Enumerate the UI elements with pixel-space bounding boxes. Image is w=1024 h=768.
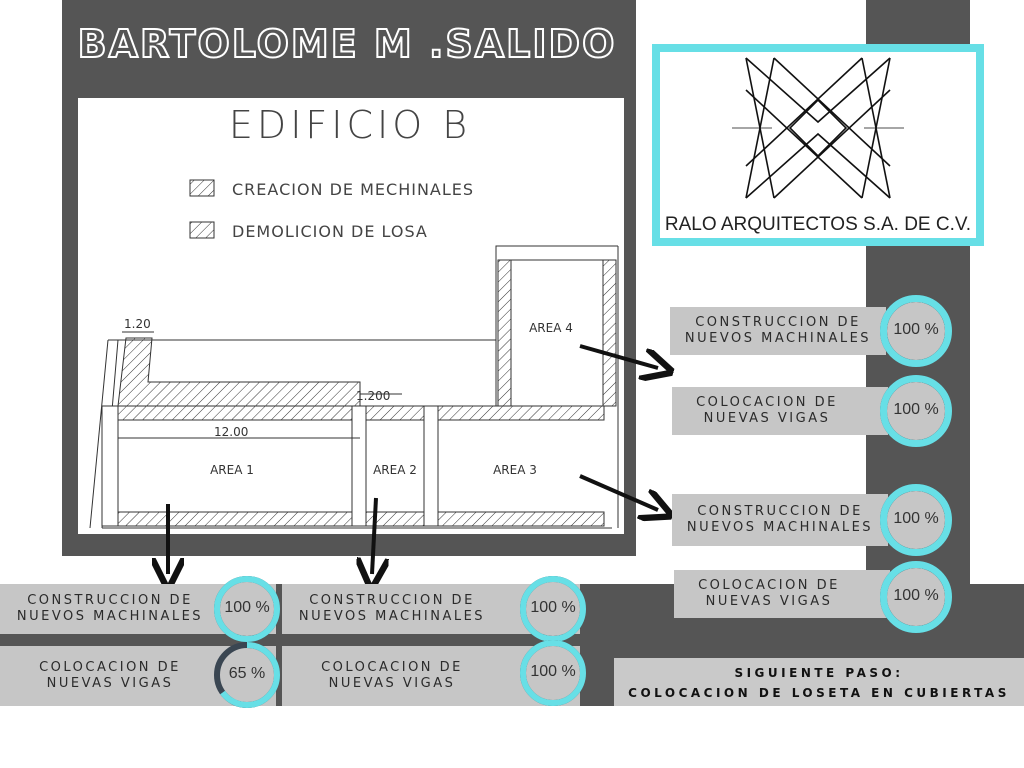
progress-ring-fill [214, 642, 280, 708]
company-logo-box: RALO ARQUITECTOS S.A. DE C.V. [652, 44, 984, 246]
next-step-heading: SIGUIENTE PASO: [734, 666, 904, 680]
area-2-label: AREA 2 [373, 463, 417, 477]
progress-ring-area3-mechinales: 100 % [880, 484, 952, 556]
progress-ring-center [526, 646, 580, 700]
progress-ring-fill [880, 561, 952, 633]
task-label: CONSTRUCCION DE NUEVOS MACHINALES [298, 593, 486, 624]
task-card-area4-vigas: COLOCACION DE NUEVAS VIGAS [672, 387, 888, 435]
dimension-12-00: 12.00 [214, 425, 248, 439]
page-title: BARTOLOME M .SALIDO [77, 21, 617, 67]
progress-ring-fill [214, 576, 280, 642]
company-name: RALO ARQUITECTOS S.A. DE C.V. [664, 214, 972, 235]
progress-percent: 65 % [228, 665, 266, 682]
progress-percent: 100 % [893, 587, 939, 604]
floor-plan-drawing: EDIFICIO B CREACION DE MECHINALES DEMOLI… [89, 103, 619, 529]
task-card-area4-mechinales: CONSTRUCCION DE NUEVOS MACHINALES [670, 307, 886, 355]
progress-ring-area4-vigas: 100 % [880, 375, 952, 447]
task-label: COLOCACION DE NUEVAS VIGAS [698, 578, 840, 609]
partition-walls [351, 405, 439, 527]
progress-ring-graphic [214, 642, 280, 708]
area-1-label: AREA 1 [210, 463, 254, 477]
dimension-1-20: 1.20 [124, 317, 151, 331]
task-label: CONSTRUCCION DE NUEVOS MACHINALES [686, 504, 874, 535]
progress-ring-area2-vigas: 100 % [520, 640, 586, 706]
progress-ring-center [887, 302, 945, 360]
legend-swatch-mechinales [189, 179, 215, 197]
progress-ring-fill [880, 375, 952, 447]
dimension-1-200: 1.200 [356, 389, 390, 403]
progress-percent: 100 % [893, 510, 939, 527]
right-dark-strip-lower [970, 584, 1024, 658]
progress-ring-graphic [214, 576, 280, 642]
legend-label-demolicion: DEMOLICION DE LOSA [232, 222, 428, 241]
progress-percent: 100 % [530, 599, 576, 616]
progress-ring-fill [520, 640, 586, 706]
arrow-area3 [579, 474, 658, 510]
progress-ring-graphic [880, 561, 952, 633]
task-label: COLOCACION DE NUEVAS VIGAS [696, 395, 838, 426]
company-logo-icon [732, 57, 904, 199]
progress-percent: 100 % [224, 599, 270, 616]
floor-plan-panel: EDIFICIO B CREACION DE MECHINALES DEMOLI… [78, 98, 624, 534]
progress-ring-area4-mechinales: 100 % [880, 295, 952, 367]
progress-ring-center [887, 382, 945, 440]
progress-ring-area1-vigas: 65 % [214, 642, 280, 708]
area1-wall-left [101, 405, 119, 527]
next-step-banner: SIGUIENTE PASO: COLOCACION DE LOSETA EN … [614, 658, 1024, 706]
progress-ring-graphic [880, 295, 952, 367]
progress-ring-fill [880, 295, 952, 367]
arrow-area4 [579, 344, 658, 368]
progress-percent: 100 % [530, 663, 576, 680]
progress-ring-area2-mechinales: 100 % [520, 576, 586, 642]
progress-ring-fill [880, 484, 952, 556]
progress-ring-center [526, 582, 580, 636]
area4-wall-right [602, 259, 617, 407]
plan-title: EDIFICIO B [229, 103, 471, 147]
arrow-area2 [372, 497, 376, 574]
progress-ring-center [887, 568, 945, 626]
progress-ring-area1-mechinales: 100 % [214, 576, 280, 642]
area-3-label: AREA 3 [493, 463, 537, 477]
progress-ring-graphic [520, 640, 586, 706]
progress-percent: 100 % [893, 321, 939, 338]
legend-label-mechinales: CREACION DE MECHINALES [232, 180, 474, 199]
task-label: CONSTRUCCION DE NUEVOS MACHINALES [684, 315, 872, 346]
task-card-area3-mechinales: CONSTRUCCION DE NUEVOS MACHINALES [672, 494, 888, 546]
task-label: CONSTRUCCION DE NUEVOS MACHINALES [16, 593, 204, 624]
next-step-text: COLOCACION DE LOSETA EN CUBIERTAS [628, 686, 1010, 700]
progress-percent: 100 % [893, 401, 939, 418]
progress-ring-center [220, 582, 274, 636]
progress-ring-graphic [880, 484, 952, 556]
legend-swatch-demolicion [189, 221, 215, 239]
area-4-label: AREA 4 [529, 321, 573, 335]
progress-ring-area3-vigas: 100 % [880, 561, 952, 633]
progress-ring-graphic [880, 375, 952, 447]
progress-ring-fill [520, 576, 586, 642]
dimension-lines [118, 331, 402, 439]
progress-ring-center [887, 491, 945, 549]
task-card-area3-vigas: COLOCACION DE NUEVAS VIGAS [674, 570, 890, 618]
task-label: COLOCACION DE NUEVAS VIGAS [39, 660, 181, 691]
area4-wall-left [497, 259, 512, 407]
progress-ring-center [220, 648, 274, 702]
building-outline [89, 245, 619, 529]
task-label: COLOCACION DE NUEVAS VIGAS [321, 660, 463, 691]
progress-ring-graphic [520, 576, 586, 642]
